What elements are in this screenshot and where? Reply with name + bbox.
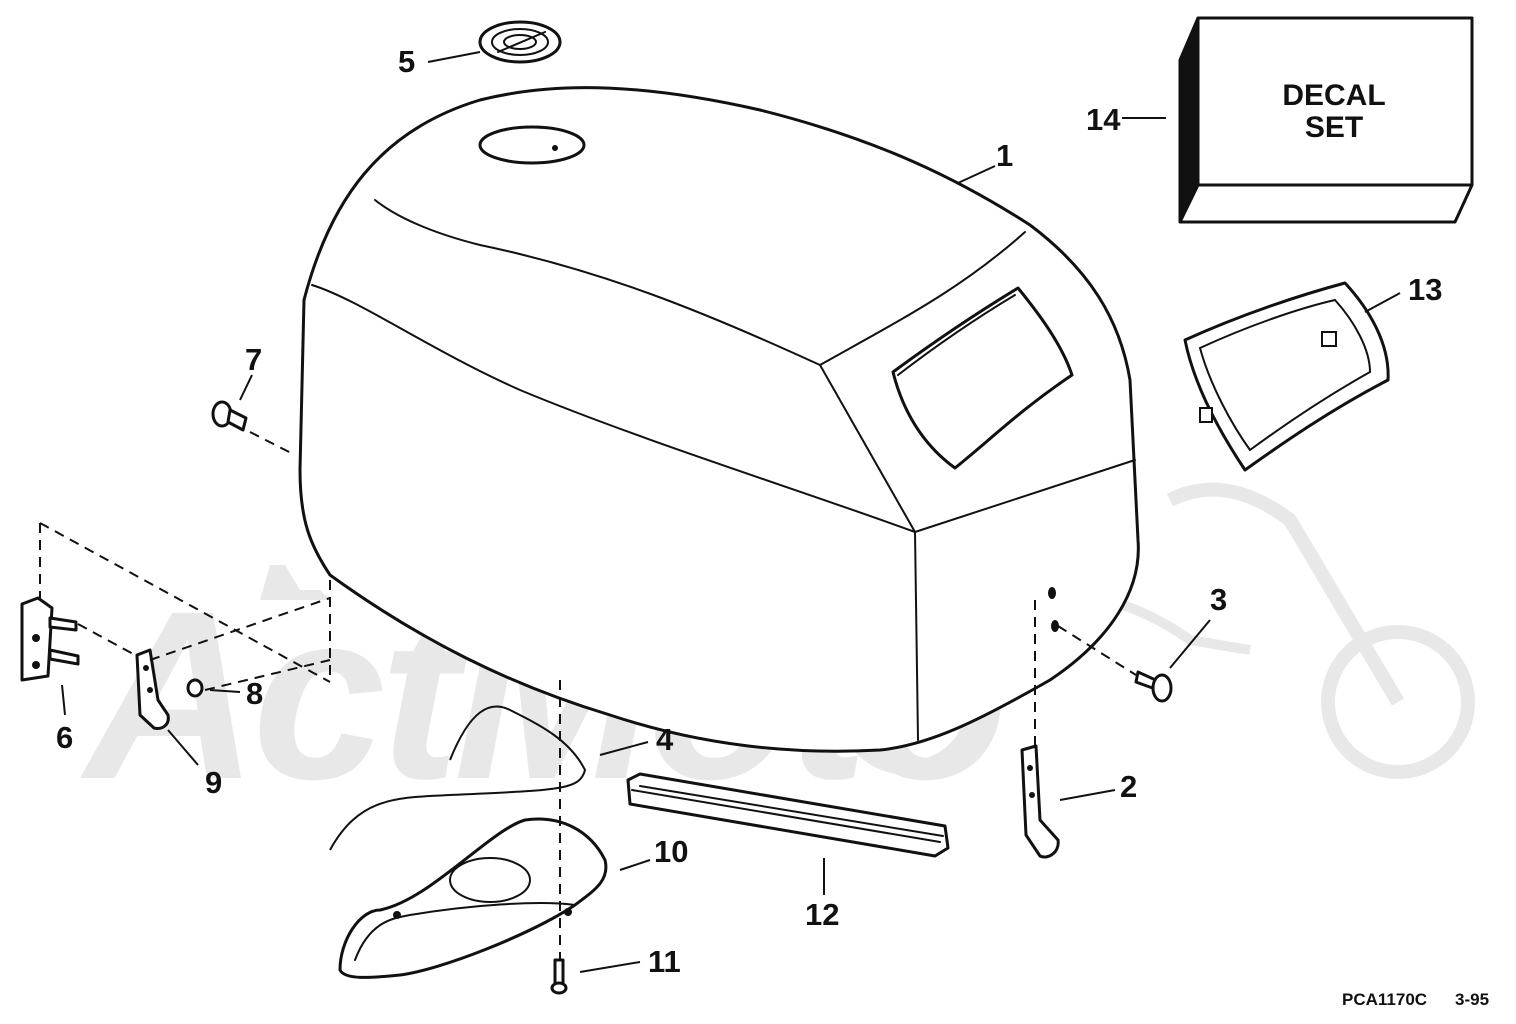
rear-bracket	[1020, 744, 1060, 859]
callout-8: 8	[246, 676, 263, 711]
decal-set-box: DECAL SET	[1178, 16, 1474, 224]
callout-6: 6	[56, 720, 73, 755]
callout-4: 4	[656, 722, 674, 757]
callout-2: 2	[1120, 769, 1137, 804]
engine-hood	[298, 86, 1140, 753]
callout-7: 7	[245, 342, 262, 377]
seal-strip	[626, 772, 950, 858]
decal-label-line1: DECAL	[1282, 79, 1385, 112]
callout-11: 11	[648, 944, 681, 979]
latch-plate	[20, 596, 80, 682]
assembly-lines	[39, 431, 1137, 960]
figure-id: PCA1170C	[1342, 990, 1427, 1009]
callouts: 1 2 3 4 5 6 7 8 9 10 11 12 13 14	[56, 44, 1442, 979]
callout-3: 3	[1210, 582, 1227, 617]
callout-10: 10	[654, 834, 688, 869]
nut-8	[186, 678, 204, 698]
callout-12: 12	[805, 897, 839, 932]
callout-13: 13	[1408, 272, 1442, 307]
callout-14: 14	[1086, 102, 1121, 137]
callout-9: 9	[205, 765, 222, 800]
callout-5: 5	[398, 44, 415, 79]
decal-label-line2: SET	[1305, 111, 1363, 144]
rear-screw	[1134, 670, 1173, 703]
hood-tray	[338, 817, 608, 979]
tray-screw	[550, 958, 568, 995]
plug-cap	[478, 20, 562, 64]
front-bracket	[135, 648, 170, 730]
callout-leaders	[61, 51, 1401, 973]
callout-1: 1	[996, 138, 1013, 173]
grille	[1183, 281, 1390, 472]
seal	[329, 705, 587, 851]
screw-7	[211, 400, 248, 432]
figure-reference: PCA1170C 3-95	[1342, 990, 1489, 1009]
revision-date: 3-95	[1455, 990, 1489, 1009]
